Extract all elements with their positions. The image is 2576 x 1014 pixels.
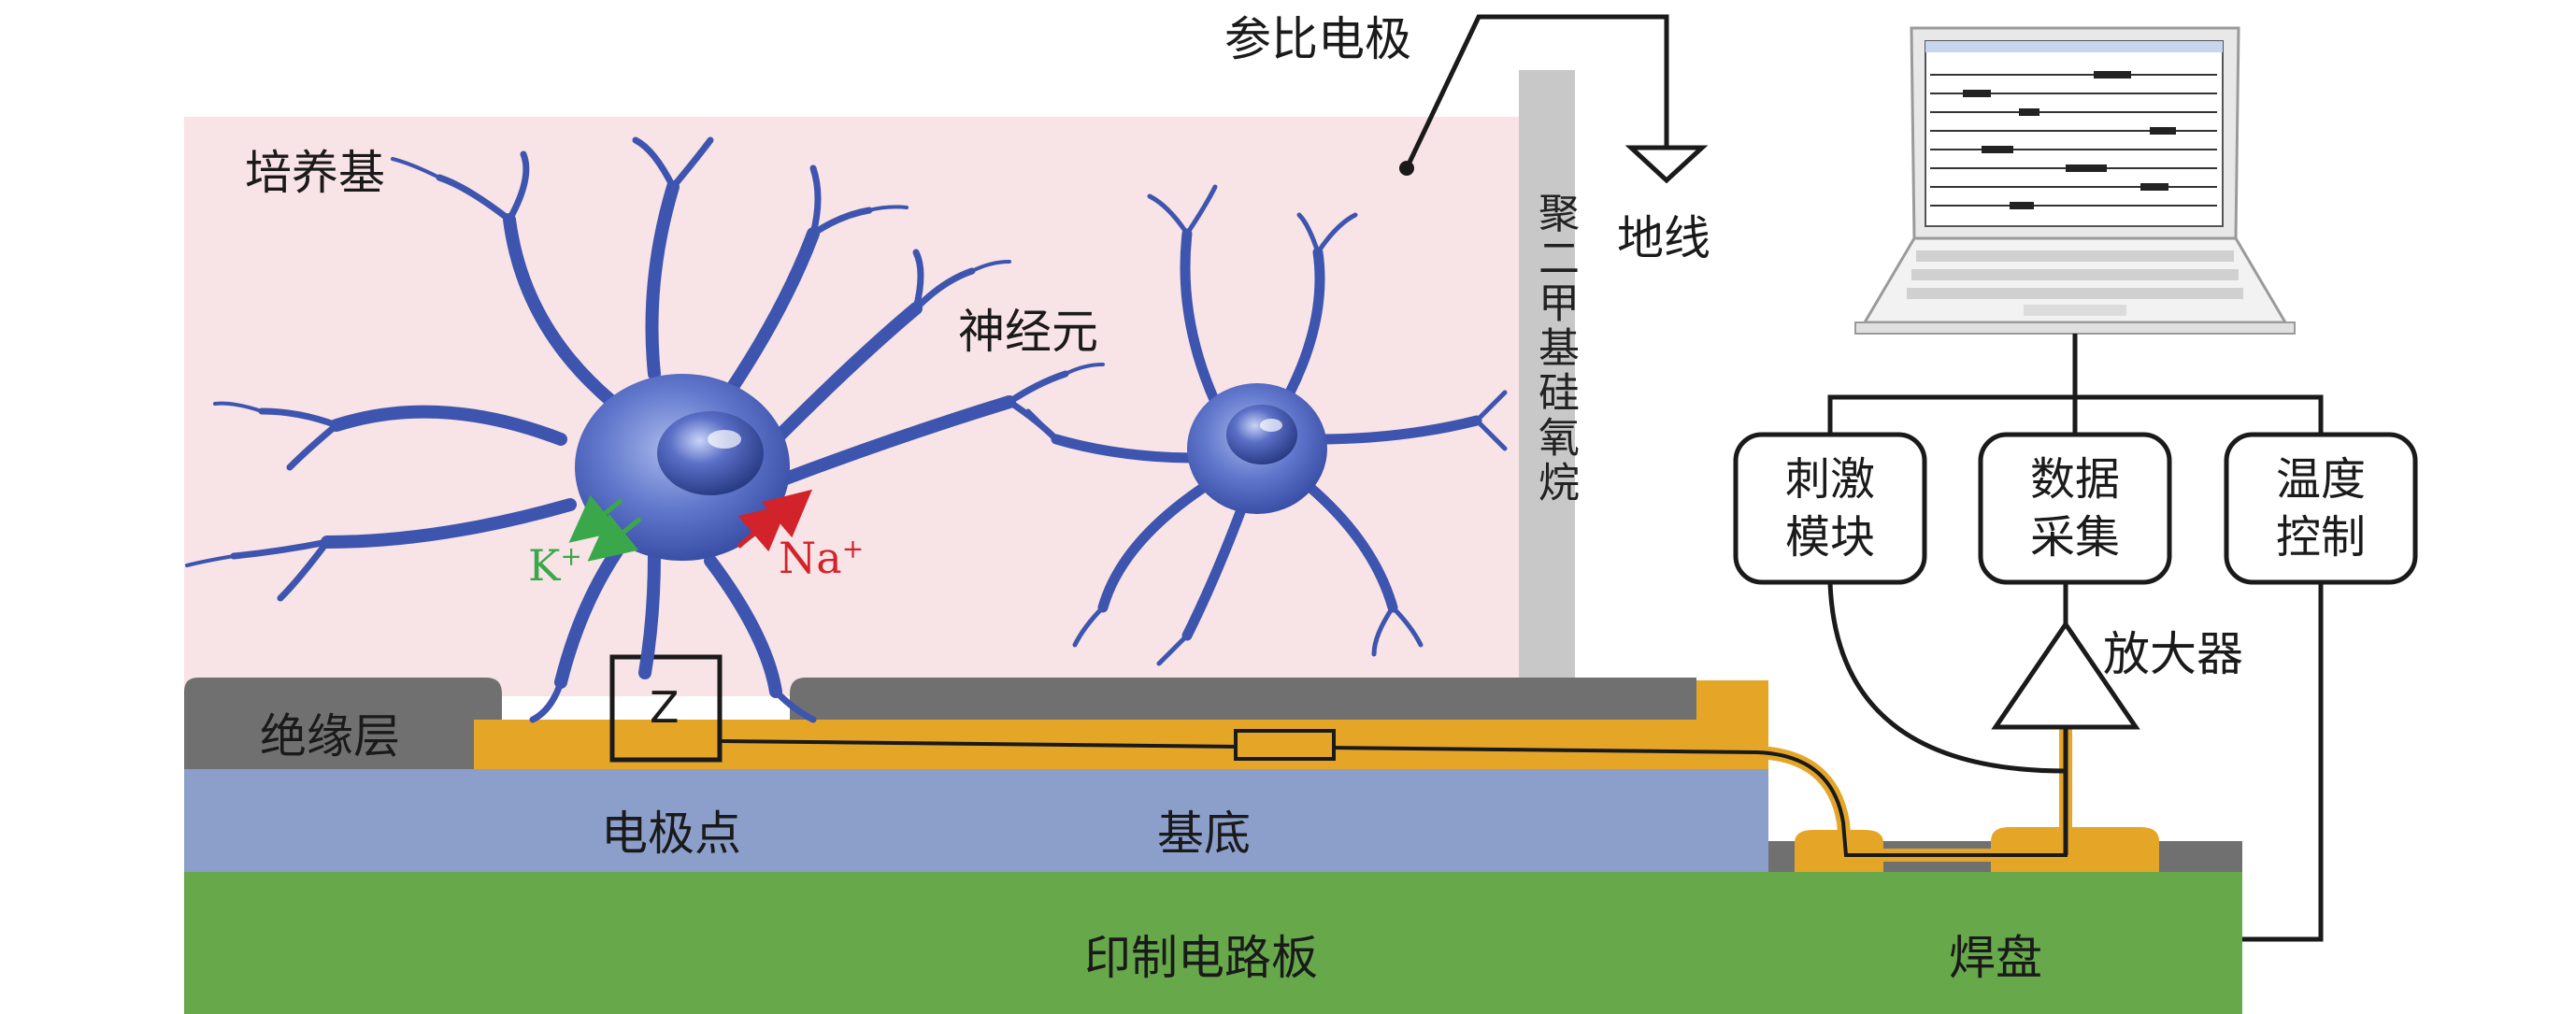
label-medium: 培养基 (245, 146, 385, 200)
substrate-layer (184, 769, 1768, 872)
module-stimulation-line1: 刺激 (1784, 453, 1875, 506)
label-reference-electrode: 参比电极 (1224, 12, 1411, 66)
potassium-charge: + (560, 540, 582, 572)
pcb-board (184, 872, 2242, 1014)
label-impedance: Z (650, 682, 680, 733)
k-ion-arrows (568, 494, 642, 562)
neuron-1 (185, 136, 1105, 723)
label-ground: 地线 (1617, 211, 1710, 265)
na-ion-arrows (737, 489, 812, 552)
label-neuron: 神经元 (958, 305, 1098, 359)
neuron-2 (1025, 184, 1508, 666)
module-stimulation-line2: 模块 (1784, 511, 1875, 564)
module-acquisition: 数据 采集 (1982, 450, 2168, 566)
trace-wire-core (719, 645, 2068, 857)
potassium-symbol: K (528, 540, 561, 591)
module-box-acquisition (1978, 432, 2172, 585)
neuron-2-highlight (1260, 419, 1282, 432)
module-temperature: 温度 控制 (2227, 450, 2414, 566)
label-pcb: 印制电路板 (1084, 931, 1318, 985)
label-amplifier: 放大器 (2103, 627, 2243, 681)
ground-symbol (1624, 145, 1709, 184)
reference-electrode-wire (1404, 14, 1669, 170)
label-substrate: 基底 (1157, 807, 1251, 861)
culture-medium (184, 117, 1519, 696)
module-temperature-line2: 控制 (2275, 511, 2366, 564)
module-acquisition-line1: 数据 (2029, 453, 2120, 506)
neuron-2-nucleus (1226, 405, 1297, 464)
label-electrode-site: 电极点 (601, 807, 741, 861)
impedance-box (609, 654, 723, 763)
insulation-left (184, 678, 502, 769)
pdms-wall (1519, 70, 1575, 682)
label-pad: 焊盘 (1949, 931, 2042, 985)
label-potassium: K+ (528, 540, 582, 591)
neuron-1-nucleus (657, 411, 764, 495)
sodium-charge: + (841, 533, 865, 564)
stimulation-arc (1827, 581, 2067, 774)
trace-resistor (1234, 729, 1336, 761)
sodium-symbol: Na (779, 533, 842, 583)
label-insulation: 绝缘层 (260, 709, 400, 764)
module-acquisition-line2: 采集 (2029, 511, 2120, 564)
temperature-line (2242, 582, 2324, 942)
insulation-right (790, 678, 1696, 720)
reference-electrode-tip (1399, 161, 1414, 176)
label-sodium: Na+ (779, 533, 864, 583)
laptop-icon (1854, 26, 2296, 335)
module-stimulation: 刺激 模块 (1737, 450, 1924, 566)
neuron-1-highlight (708, 430, 741, 449)
label-pdms: 聚二甲基硅氧烷 (1531, 192, 1579, 506)
module-temperature-line1: 温度 (2275, 453, 2366, 506)
